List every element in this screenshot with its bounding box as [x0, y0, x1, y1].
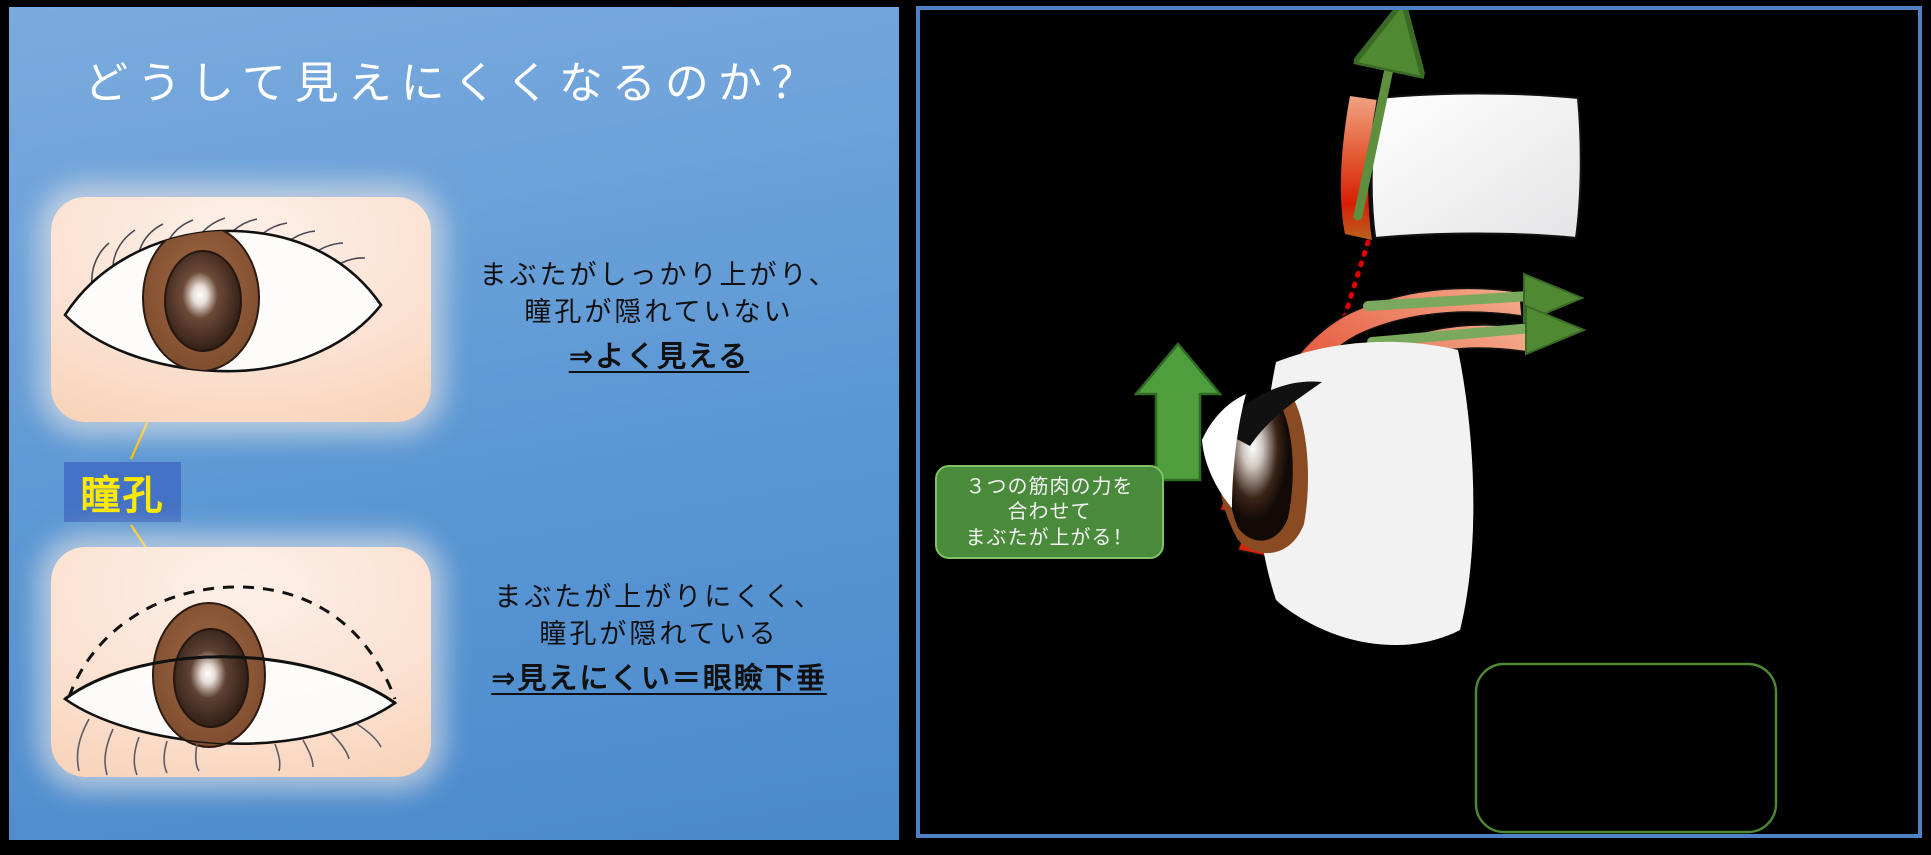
- desc-open-line3: ⇒よく見える: [568, 338, 750, 373]
- page-title: どうして見えにくくなるのか？: [84, 58, 824, 109]
- eyeball-sclera-body: [1264, 341, 1474, 646]
- empty-green-textbox[interactable]: [1474, 662, 1778, 834]
- desc-open-line1: まぶたがしっかり上がり、: [479, 260, 839, 291]
- levator-force-lower-arrowhead: [1525, 304, 1587, 356]
- combined-lift-block-arrow: [1133, 342, 1223, 482]
- dashed-original-lid: [67, 585, 397, 700]
- callout-line2: 合わせて: [1007, 499, 1092, 524]
- pupil: [164, 250, 242, 352]
- eye-illustration-ptosis: [51, 547, 431, 777]
- description-ptosis-eye: まぶたが上がりにくく、 瞳孔が隠れている ⇒見えにくい＝眼瞼下垂: [439, 579, 879, 698]
- ptosis-eye-svg: [62, 585, 398, 776]
- conjunctival-fold: [1202, 394, 1246, 508]
- drooping-lid-edge: [64, 655, 396, 705]
- desc-ptosis-line1: まぶたが上がりにくく、: [494, 582, 824, 613]
- levator-force-upper-arrowhead: [1523, 272, 1585, 324]
- eyelash-group-lower: [76, 718, 382, 776]
- desc-open-line2: 瞳孔が隠れていない: [524, 297, 794, 329]
- levator-force-upper-line: [1363, 291, 1535, 311]
- lid-margin-dark: [1220, 381, 1322, 446]
- desc-ptosis-line2: 瞳孔が隠れている: [539, 619, 779, 651]
- right-anatomy-panel: ３つの筋肉の力を 合わせて まぶたが上がる！: [916, 6, 1922, 838]
- eye-illustration-open: [51, 197, 431, 422]
- pupil-visible: [173, 656, 249, 728]
- pupil-label-box: 瞳孔: [64, 462, 181, 522]
- muscle-force-callout: ３つの筋肉の力を 合わせて まぶたが上がる！: [935, 465, 1164, 559]
- callout-line3: まぶたが上がる！: [965, 524, 1134, 549]
- eyelid-anatomy-diagram: [1133, 10, 1778, 834]
- frontalis-force-up-arrow: [1358, 45, 1394, 221]
- frontalis-muscle: [1340, 96, 1377, 240]
- left-slide: どうして見えにくくなるのか？: [9, 7, 899, 840]
- open-eye-svg: [63, 217, 383, 373]
- description-open-eye: まぶたがしっかり上がり、 瞳孔が隠れていない ⇒よく見える: [449, 257, 869, 376]
- pupil-label-text: 瞳孔: [80, 473, 165, 519]
- upper-lid-plate: [1369, 92, 1582, 240]
- desc-ptosis-line3: ⇒見えにくい＝眼瞼下垂: [491, 660, 827, 695]
- callout-line1: ３つの筋肉の力を: [965, 473, 1134, 498]
- levator-force-lower-line: [1367, 323, 1537, 347]
